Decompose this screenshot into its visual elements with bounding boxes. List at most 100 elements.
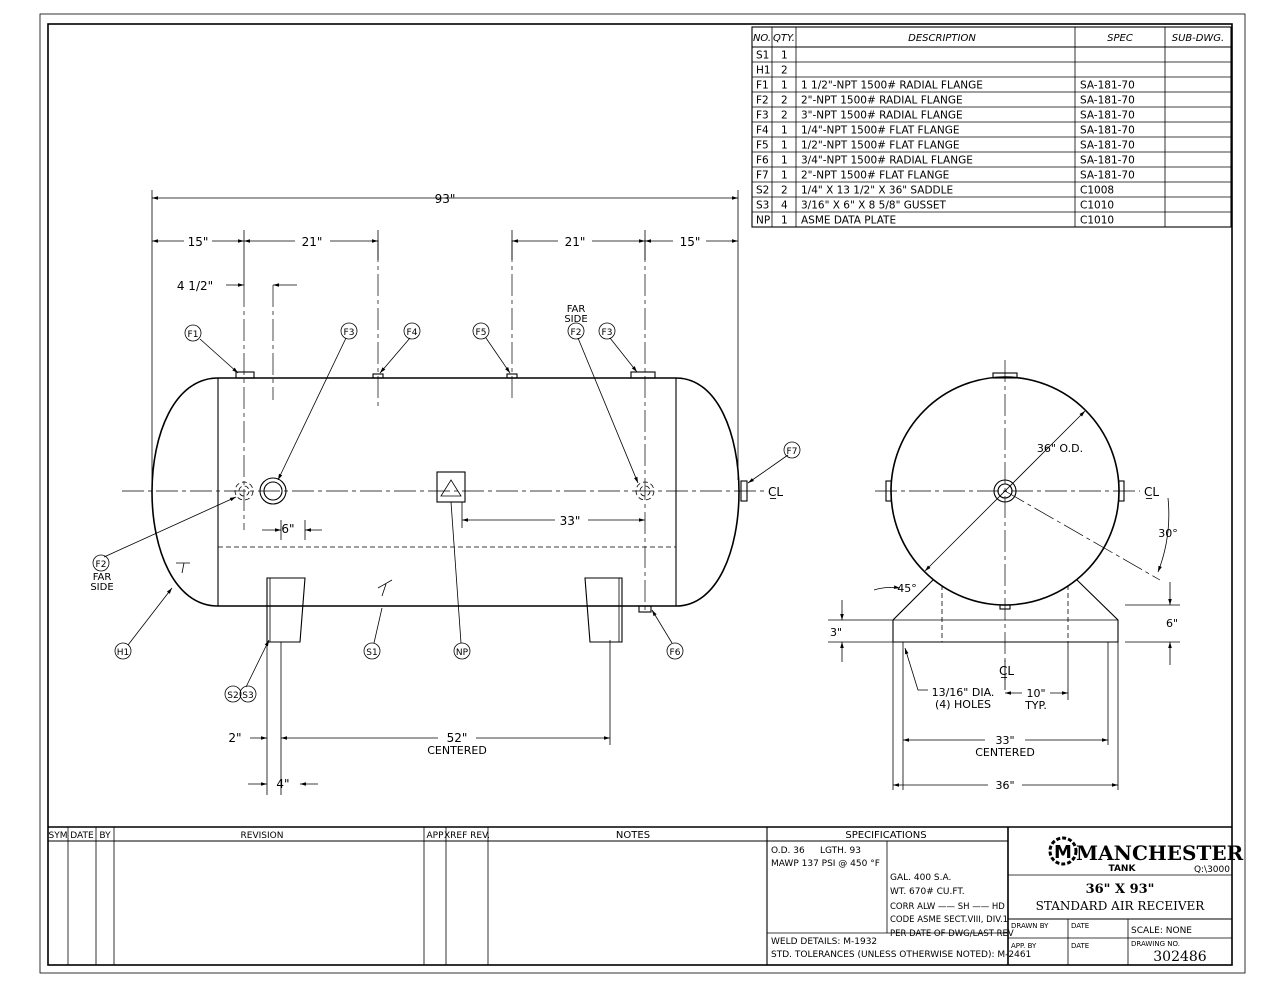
- bom-item-qty: 2: [781, 65, 788, 77]
- bom-item-qty: 2: [781, 95, 788, 107]
- bom-item-description: 2"-NPT 1500# FLAT FLANGE: [801, 170, 949, 182]
- f4-nozzle: [372, 373, 384, 379]
- dim-right-21: 21": [565, 235, 586, 249]
- bom-item-description: 1/4" X 13 1/2" X 36" SADDLE: [801, 185, 953, 197]
- rev-header-notes: NOTES: [616, 830, 650, 841]
- dim-52: 52": [447, 731, 468, 745]
- svg-text:F4: F4: [407, 328, 418, 338]
- balloon-f4: F4: [403, 322, 421, 340]
- f2-far-side-right: [635, 481, 655, 501]
- rev-header-by: BY: [99, 831, 111, 841]
- bom-item-spec: C1008: [1080, 185, 1114, 197]
- specifications-header: SPECIFICATIONS: [845, 830, 926, 841]
- bom-item-description: ASME DATA PLATE: [801, 215, 896, 227]
- scale-label: SCALE: NONE: [1131, 926, 1192, 936]
- bom-header-qty: QTY.: [773, 33, 795, 44]
- end-view-typ: TYP.: [1024, 699, 1047, 712]
- end-view-holes-dia: 13/16" DIA.: [932, 686, 995, 699]
- bom-item-no: S1: [756, 50, 769, 62]
- f1-nozzle: [235, 371, 255, 379]
- end-view-33-in: 33": [995, 734, 1014, 747]
- nameplate: [436, 471, 466, 503]
- far-side-note-left-1: FAR: [93, 572, 112, 583]
- dim-4: 4": [276, 777, 289, 791]
- bom-item-no: F4: [756, 125, 769, 137]
- inner-border: [47, 23, 1233, 966]
- bom-item-spec: SA-181-70: [1080, 155, 1135, 167]
- bom-header-no: NO.: [753, 33, 771, 44]
- bom-item-qty: 2: [781, 110, 788, 122]
- bom-item-description: 1/4"-NPT 1500# FLAT FLANGE: [801, 125, 960, 137]
- svg-text:F6: F6: [670, 648, 681, 658]
- date-label-1: DATE: [1071, 922, 1089, 930]
- end-view-holes-count: (4) HOLES: [935, 698, 991, 711]
- svg-text:F3: F3: [602, 328, 613, 338]
- end-view-saddle: [892, 579, 1119, 643]
- bom-item-qty: 1: [781, 170, 788, 182]
- svg-text:S2: S2: [227, 691, 238, 701]
- end-view-centered: CENTERED: [975, 746, 1035, 759]
- balloon-np: NP: [453, 642, 471, 660]
- spec-gallons: GAL. 400 S.A.: [890, 873, 951, 883]
- bom-item-spec: SA-181-70: [1080, 80, 1135, 92]
- svg-text:MANCHESTER: MANCHESTER: [1076, 841, 1244, 865]
- bom-item-spec: C1010: [1080, 215, 1114, 227]
- dim-2: 2": [228, 731, 241, 745]
- balloon-f6: F6: [666, 642, 684, 660]
- drawing-title-name: STANDARD AIR RECEIVER: [1036, 899, 1206, 913]
- rev-header-revision: REVISION: [241, 831, 284, 841]
- bom-item-description: 3"-NPT 1500# RADIAL FLANGE: [801, 110, 963, 122]
- balloon-s1: S1: [363, 642, 381, 660]
- bom-item-qty: 1: [781, 155, 788, 167]
- side-view: 93" 15" 21" 21" 15" 4 1/2" 6" 33" 2" 52"…: [90, 190, 801, 795]
- bom-item-spec: SA-181-70: [1080, 125, 1135, 137]
- saddle-left: [266, 577, 306, 643]
- q-reference: Q:\3000: [1194, 865, 1230, 875]
- bom-item-no: F1: [756, 80, 769, 92]
- drawing-title-size: 36" X 93": [1086, 882, 1155, 897]
- bom-item-spec: C1010: [1080, 200, 1114, 212]
- manchester-tank-logo: M MANCHESTER TANK: [1048, 836, 1244, 874]
- svg-text:NP: NP: [456, 648, 469, 658]
- bom-item-qty: 1: [781, 50, 788, 62]
- bom-header-sub-dwg: SUB-DWG.: [1172, 33, 1224, 44]
- dim-right-15: 15": [680, 235, 701, 249]
- balloon-f1: F1: [184, 324, 202, 342]
- far-side-note-top-2: SIDE: [564, 314, 587, 325]
- svg-text:F5: F5: [476, 328, 487, 338]
- vessel-shell: [151, 377, 740, 607]
- bom-item-spec: SA-181-70: [1080, 140, 1135, 152]
- rev-header-date: DATE: [70, 831, 94, 841]
- bom-item-no: F6: [756, 155, 769, 167]
- balloon-f3-left: F3: [340, 322, 358, 340]
- dim-4-half: 4 1/2": [177, 279, 213, 293]
- svg-text:S1: S1: [366, 648, 377, 658]
- balloon-f7: F7: [783, 441, 801, 459]
- f3-top-nozzle: [630, 371, 656, 379]
- dim-left-15: 15": [188, 235, 209, 249]
- f3-side-nozzle: [259, 477, 287, 505]
- end-view-45-deg: 45°: [897, 582, 917, 595]
- drawing-no-label: DRAWING NO.: [1131, 940, 1180, 948]
- bom-item-no: S3: [756, 200, 769, 212]
- bom-item-no: F7: [756, 170, 769, 182]
- end-view: 36" O.D. 30° 45° 3" 6" 13/16" DIA. (4) H…: [828, 360, 1180, 792]
- drawing-number: 302486: [1153, 949, 1207, 965]
- app-by-label: APP. BY: [1011, 942, 1037, 950]
- bom-item-no: F2: [756, 95, 769, 107]
- bom-item-no: F5: [756, 140, 769, 152]
- bom-item-description: 3/16" X 6" X 8 5/8" GUSSET: [801, 200, 947, 212]
- bom-item-description: 1 1/2"-NPT 1500# RADIAL FLANGE: [801, 80, 983, 92]
- f2-far-side-left: [234, 481, 254, 501]
- bom-item-spec: SA-181-70: [1080, 170, 1135, 182]
- dim-overall-93: 93": [435, 192, 456, 206]
- svg-text:F2: F2: [571, 328, 582, 338]
- bom-item-spec: SA-181-70: [1080, 95, 1135, 107]
- svg-text:F1: F1: [188, 330, 199, 340]
- centerline-mark-end: C̲L: [1144, 485, 1159, 499]
- end-view-6-in: 6": [1166, 617, 1178, 630]
- bom-item-qty: 1: [781, 80, 788, 92]
- spec-corrosion: CORR ALW —— SH —— HD: [890, 902, 1005, 912]
